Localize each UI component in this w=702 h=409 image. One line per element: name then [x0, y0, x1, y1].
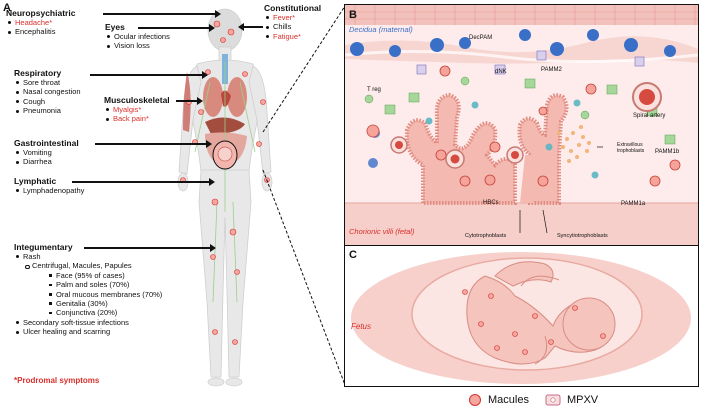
integ-rash-item: Oral mucous membranes (70%) — [49, 290, 166, 299]
spiral-artery-label: Spiral artery — [633, 113, 666, 119]
panel-b: B Decidua (maternal) DecPAM PAMM2 dNK T … — [344, 4, 699, 246]
respiratory-group: Respiratory Sore throat Nasal congestion… — [14, 68, 81, 116]
musculo-item: Back pain* — [106, 114, 170, 123]
musculo-item: Myalgis* — [106, 105, 170, 114]
lymphatic-arrow — [72, 178, 215, 185]
pamm1a-label: PAMM1a — [621, 201, 646, 207]
eyes-item: Vision loss — [107, 41, 170, 50]
hbcs-label: HBCs — [483, 200, 499, 206]
constitutional-item: Chills — [265, 22, 321, 31]
prodromal-note: *Prodromal symptoms — [14, 376, 100, 385]
fetus-illustration — [351, 252, 691, 384]
integ-rash: Rash — [16, 252, 166, 261]
integ-group: Integumentary Rash Centrifugal, Macules,… — [14, 242, 166, 337]
syncytiotrophoblasts-label: Syncytiotrophoblasts — [557, 233, 608, 239]
macules-legend-icon — [469, 394, 481, 406]
lymphatic-title: Lymphatic — [14, 176, 57, 186]
fetus-label: Fetus — [351, 322, 372, 331]
eyes-title: Eyes — [105, 22, 125, 32]
lymphatic-group: Lymphatic Lymphadenopathy — [14, 176, 84, 195]
constitutional-arrow — [238, 23, 263, 30]
lymphatic-item: Lymphadenopathy — [15, 186, 85, 195]
constitutional-title: Constitutional — [264, 3, 322, 13]
respiratory-title: Respiratory — [14, 68, 62, 78]
eyes-arrow — [138, 24, 215, 31]
respiratory-item: Nasal congestion — [16, 87, 81, 97]
integ-rash-item: Conjunctiva (20%) — [49, 308, 166, 317]
panel-c-letter: C — [349, 249, 357, 261]
constitutional-group: Constitutional Fever* Chills Fatigue* — [264, 3, 321, 41]
gastro-title: Gastrointestinal — [14, 138, 79, 148]
integ-rash-sub: Centrifugal, Macules, Papules — [25, 261, 166, 270]
gastro-arrow — [95, 140, 212, 147]
respiratory-item: Cough — [16, 97, 81, 106]
eyes-group: Eyes Ocular infections Vision loss — [105, 22, 170, 51]
panel-b-letter: B — [349, 9, 357, 21]
integ-extra-item: Ulcer healing and scarring — [16, 327, 166, 336]
integ-rash-item: Face (95% of cases) — [49, 271, 166, 280]
constitutional-item: Fever* — [265, 13, 321, 22]
neuro-item: Headache* — [7, 18, 75, 27]
treg-label: T reg — [367, 87, 381, 93]
legend: Macules MPXV — [468, 393, 598, 407]
gastro-group: Gastrointestinal Vomiting Diarrhea — [14, 138, 79, 167]
neuro-group: Neuropsychiatric Headache* Encephalitis — [6, 8, 75, 37]
neuro-title: Neuropsychiatric — [6, 8, 76, 18]
zoom-lines — [262, 5, 346, 386]
legend-mpxv: MPXV — [566, 394, 599, 406]
musculo-group: Musculoskeletal Myalgis* Back pain* — [104, 95, 170, 124]
respiratory-arrow — [90, 71, 208, 78]
neuro-arrow — [103, 10, 221, 17]
respiratory-item: Sore throat — [16, 78, 81, 87]
panel-a-letter: A — [3, 2, 11, 14]
integ-extra-item: Secondary soft-tissue infections — [16, 318, 166, 327]
placenta-illustration — [345, 5, 698, 245]
neuro-item: Encephalitis — [7, 27, 75, 36]
mpxv-legend-icon — [545, 394, 561, 406]
gastro-item: Vomiting — [16, 148, 79, 157]
respiratory-item: Pneumonia — [16, 106, 81, 115]
decidua-label: Decidua (maternal) — [349, 25, 413, 34]
legend-macules: Macules — [488, 394, 529, 406]
pamm1b-label: PAMM1b — [655, 149, 680, 155]
integ-rash-item: Palm and soles (70%) — [49, 280, 166, 289]
human-body-figure — [177, 8, 273, 387]
gastro-item: Diarrhea — [16, 157, 79, 166]
musculo-title: Musculoskeletal — [104, 95, 170, 105]
evt-label: Extravillous trophoblasts — [617, 142, 645, 154]
cytotrophoblasts-label: Cytotrophoblasts — [465, 233, 507, 239]
integ-title: Integumentary — [14, 242, 73, 252]
eyes-item: Ocular infections — [107, 32, 170, 41]
musculo-arrow — [176, 97, 203, 104]
dnk-label: dNK — [495, 69, 507, 75]
integ-rash-item: Genitalia (30%) — [49, 299, 166, 308]
decpam-label: DecPAM — [469, 35, 493, 41]
integ-arrow — [84, 244, 216, 251]
panel-c: C Fetus — [344, 245, 699, 387]
constitutional-item: Fatigue* — [265, 32, 321, 41]
pamm2-label: PAMM2 — [541, 67, 562, 73]
chorionic-label: Chorionic villi (fetal) — [349, 227, 415, 236]
